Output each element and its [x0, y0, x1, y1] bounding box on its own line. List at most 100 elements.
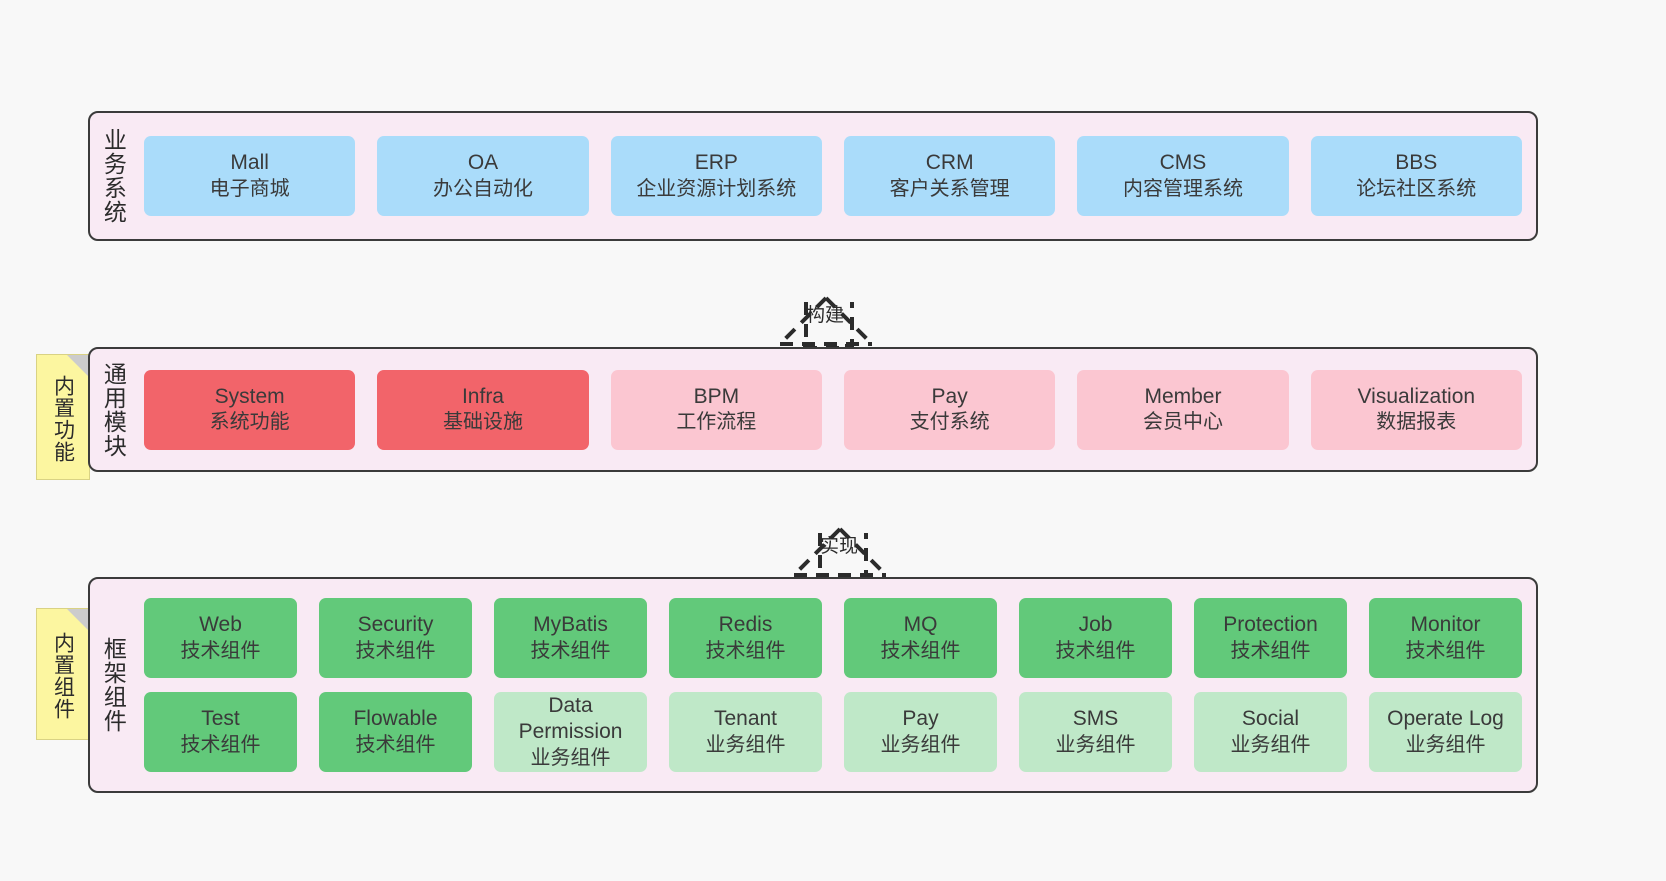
node-title: Visualization: [1357, 384, 1476, 408]
note-fold-icon: [67, 609, 89, 631]
node-subtitle: 技术组件: [355, 639, 436, 662]
node-title: Mall: [230, 151, 269, 175]
node-title: MyBatis: [533, 613, 608, 637]
node-visualization[interactable]: Visualization 数据报表: [1310, 369, 1522, 450]
connector-implement: 实现: [772, 489, 932, 585]
node-title: Test: [201, 707, 240, 731]
node-title: BBS: [1395, 151, 1438, 175]
node-subtitle: 支付系统: [909, 411, 990, 434]
node-title: MQ: [903, 613, 938, 637]
node-title: Redis: [718, 613, 773, 637]
node-title: Monitor: [1410, 613, 1481, 637]
node-title: CMS: [1159, 151, 1207, 175]
connector-implement-shape: [792, 527, 888, 577]
node-title: ERP: [694, 151, 738, 175]
note-builtin-features-label: 内置功能: [51, 375, 75, 463]
node-subtitle: 电子商城: [209, 177, 290, 200]
node-subtitle: 业务组件: [1055, 733, 1136, 756]
layer-framework-components-label: 框架组件: [100, 637, 127, 733]
node-subtitle: 技术组件: [180, 639, 261, 662]
node-subtitle: 论坛社区系统: [1356, 177, 1477, 200]
node-title: Social: [1241, 707, 1300, 731]
node-infra[interactable]: Infra 基础设施: [377, 369, 589, 450]
node-title: Pay: [931, 384, 968, 408]
node-title: Operate Log: [1387, 707, 1504, 731]
node-title: Data Permission: [518, 693, 623, 744]
layer-common-modules-label: 通用模块: [100, 361, 127, 458]
node-subtitle: 业务组件: [530, 746, 611, 769]
node-title: BPM: [693, 384, 740, 408]
node-subtitle: 技术组件: [530, 639, 611, 662]
node-bpm[interactable]: BPM 工作流程: [610, 369, 822, 450]
layer-business-systems-label: 业务系统: [100, 128, 127, 224]
node-subtitle: 业务组件: [1405, 733, 1486, 756]
node-member[interactable]: Member 会员中心: [1077, 369, 1289, 450]
node-subtitle: 业务组件: [705, 733, 786, 756]
node-subtitle: 技术组件: [355, 733, 436, 756]
node-title: CRM: [925, 151, 974, 175]
node-title: Pay: [902, 707, 939, 731]
node-subtitle: 技术组件: [1055, 639, 1136, 662]
node-title: SMS: [1072, 707, 1119, 731]
node-subtitle: 工作流程: [676, 411, 757, 434]
node-pay[interactable]: Pay 支付系统: [843, 369, 1056, 450]
node-subtitle: 业务组件: [880, 733, 961, 756]
node-subtitle: 基础设施: [442, 411, 523, 434]
node-subtitle: 内容管理系统: [1122, 177, 1243, 200]
node-subtitle: 技术组件: [180, 733, 261, 756]
node-subtitle: 企业资源计划系统: [636, 177, 797, 200]
note-builtin-components: 内置组件: [36, 608, 90, 740]
node-subtitle: 技术组件: [1405, 639, 1486, 662]
node-title: System: [214, 384, 285, 408]
node-title: Protection: [1223, 613, 1318, 637]
node-title: Infra: [461, 384, 504, 408]
node-title: Flowable: [353, 707, 438, 731]
node-title: Web: [199, 613, 242, 637]
node-title: Tenant: [713, 707, 778, 731]
node-subtitle: 业务组件: [1230, 733, 1311, 756]
node-subtitle: 数据报表: [1376, 411, 1457, 434]
node-subtitle: 技术组件: [1230, 639, 1311, 662]
node-subtitle: 系统功能: [209, 411, 290, 434]
node-subtitle: 技术组件: [880, 639, 961, 662]
note-builtin-components-label: 内置组件: [51, 632, 75, 720]
node-title: Job: [1078, 613, 1113, 637]
node-subtitle: 会员中心: [1142, 411, 1223, 434]
connector-build: 构建: [758, 258, 918, 354]
connector-implement-label: 实现: [820, 536, 859, 557]
node-subtitle: 办公自动化: [432, 177, 533, 200]
node-system[interactable]: System 系统功能: [144, 369, 356, 450]
node-title: Member: [1144, 384, 1222, 408]
node-subtitle: 技术组件: [705, 639, 786, 662]
common-node-row: System 系统功能 Infra 基础设施 BPM 工作流程 Pay 支付系统 Member 会…: [144, 369, 1522, 450]
